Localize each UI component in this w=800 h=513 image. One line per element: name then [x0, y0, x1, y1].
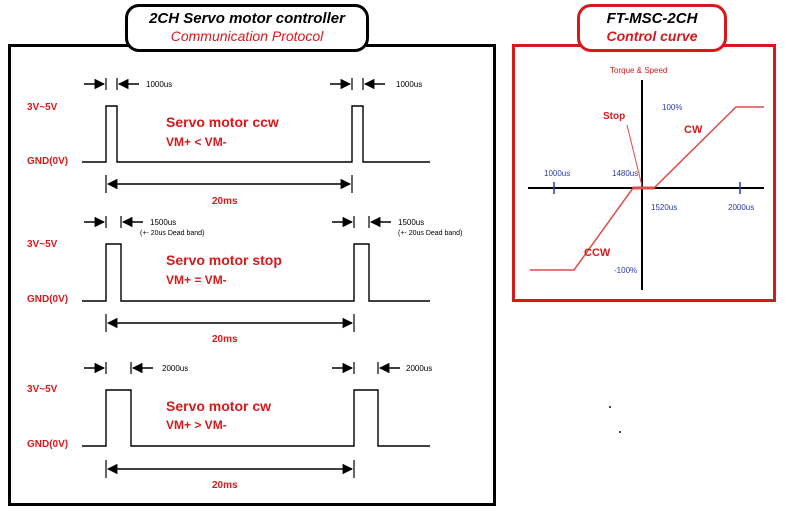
mode-title: Servo motor ccw [166, 114, 279, 130]
pulse-signal [82, 105, 430, 163]
dead-band-note: (+- 20us Dead band) [398, 230, 462, 237]
high-level-label: 3V~5V [27, 102, 58, 113]
x-tick-label: 1000us [544, 169, 570, 178]
pulse-width-label: 1500us [150, 218, 176, 227]
waveform-cw: 3V~5V GND(0V) 2000us 2000us 20ms Servo m… [27, 362, 432, 491]
waveform-stop: 3V~5V GND(0V) 1500us (+- 20us Dead band)… [27, 216, 462, 345]
stray-dot [609, 406, 611, 408]
ccw-label: CCW [584, 247, 611, 259]
stop-label: Stop [603, 111, 625, 122]
y-min-label: -100% [614, 266, 637, 275]
protocol-subtitle: Communication Protocol [170, 28, 324, 44]
curve-title-badge: FT-MSC-2CH Control curve [577, 4, 727, 52]
axis-title: Torque & Speed [610, 66, 667, 75]
pulse-width-label: 1000us [396, 80, 422, 89]
pulse-width-label: 1500us [398, 218, 424, 227]
control-curve: Torque & Speed 1000us 1480us 1520us 2000… [528, 66, 764, 290]
x-tick-label: 1480us [612, 169, 638, 178]
low-level-label: GND(0V) [27, 156, 68, 167]
period-label: 20ms [212, 334, 238, 345]
high-level-label: 3V~5V [27, 239, 58, 250]
pulse-width-label: 1000us [146, 80, 172, 89]
pulse-signal [82, 389, 430, 447]
cw-label: CW [684, 124, 703, 136]
stop-pointer [626, 124, 643, 187]
mode-title: Servo motor cw [166, 398, 271, 414]
waveform-ccw: 3V~5V GND(0V) 1000us 1000us 20ms Servo m… [27, 78, 430, 207]
low-level-label: GND(0V) [27, 294, 68, 305]
curve-subtitle: Control curve [606, 28, 698, 44]
curve-title: FT-MSC-2CH [606, 10, 698, 27]
period-label: 20ms [212, 480, 238, 491]
low-level-label: GND(0V) [27, 439, 68, 450]
x-tick-label: 2000us [728, 203, 754, 212]
protocol-title: 2CH Servo motor controller [149, 10, 345, 27]
mode-title: Servo motor stop [166, 252, 282, 268]
mode-formula: VM+ > VM- [166, 418, 227, 432]
pulse-width-label: 2000us [406, 364, 432, 373]
y-max-label: 100% [662, 103, 682, 112]
pulse-signal [82, 243, 430, 302]
high-level-label: 3V~5V [27, 384, 58, 395]
stray-dot [619, 431, 621, 433]
dead-band-note: (+- 20us Dead band) [140, 230, 204, 237]
mode-formula: VM+ = VM- [166, 273, 227, 287]
period-label: 20ms [212, 196, 238, 207]
mode-formula: VM+ < VM- [166, 135, 227, 149]
x-tick-label: 1520us [651, 203, 677, 212]
pulse-width-label: 2000us [162, 364, 188, 373]
protocol-title-badge: 2CH Servo motor controller Communication… [125, 4, 369, 52]
